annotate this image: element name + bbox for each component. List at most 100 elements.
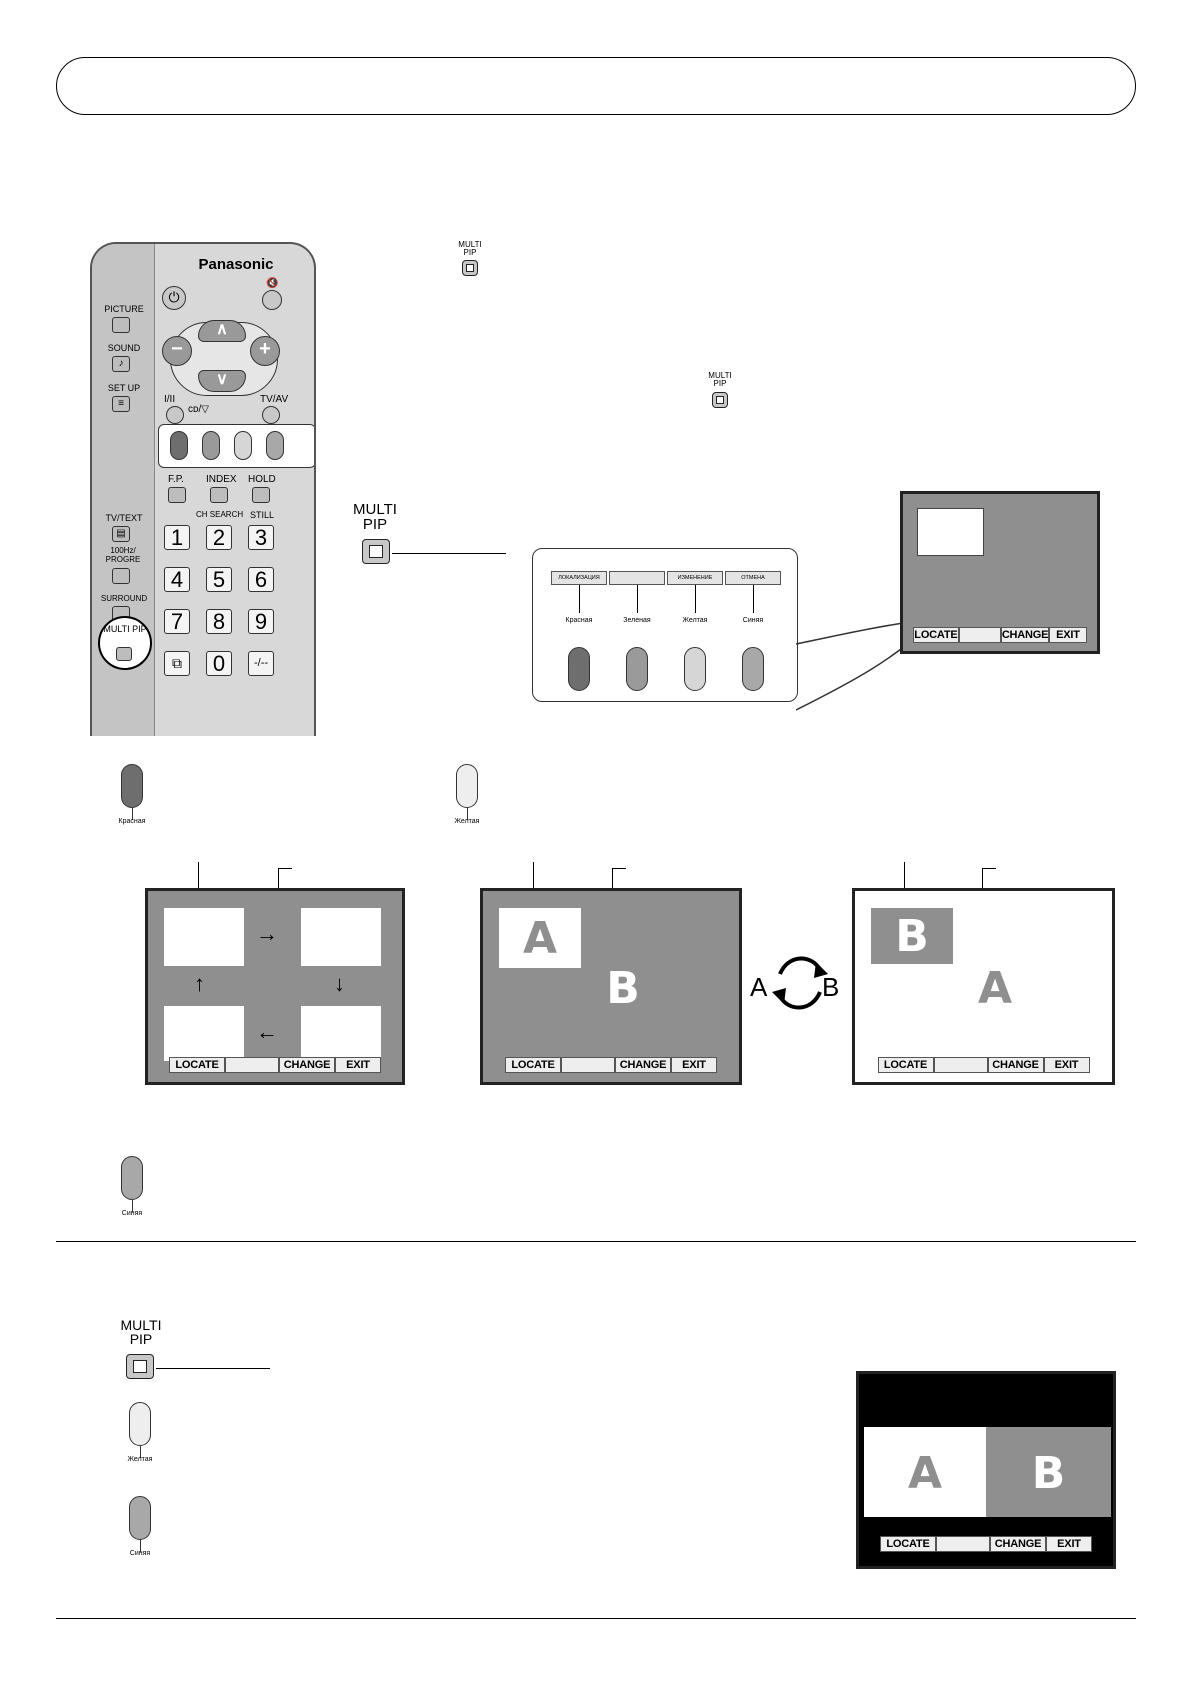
index-button[interactable] (210, 487, 228, 503)
mute-button[interactable] (262, 290, 282, 310)
key-9[interactable]: 9 (248, 609, 274, 634)
arrow-down-icon: ↓ (334, 971, 345, 996)
sound-button[interactable]: ♪ (112, 356, 130, 372)
callout-blue-label: Синяя (742, 617, 764, 624)
multipip-highlight (98, 616, 152, 670)
split-letter-a: A (907, 1448, 943, 1499)
swap-label-a: A (750, 972, 768, 1002)
brand-logo: Panasonic (198, 256, 274, 273)
tv-screen-ba: B A LOCATE CHANGE EXIT (852, 888, 1115, 1085)
key-4[interactable]: 4 (164, 567, 190, 592)
multipip-remote-button[interactable] (116, 647, 132, 661)
picture-label: PICTURE (104, 304, 144, 314)
tvav-button[interactable] (262, 406, 280, 424)
red-key[interactable] (170, 431, 188, 460)
key-7[interactable]: 7 (164, 609, 190, 634)
key-dash[interactable]: -/-- (248, 651, 274, 676)
pip-window (917, 508, 984, 556)
arrow-right-icon: → (256, 921, 278, 946)
key-6[interactable]: 6 (248, 567, 274, 592)
power-button[interactable]: ⏻ (162, 286, 186, 310)
blue-key-icon (121, 1156, 143, 1200)
section-divider (56, 1241, 1136, 1242)
i-ii-label: I/II (164, 394, 176, 405)
down-button[interactable]: ∨ (198, 370, 246, 392)
footer-divider (56, 1618, 1136, 1619)
yellow-key-label: Желтая (454, 818, 480, 825)
key-1[interactable]: 1 (164, 525, 190, 550)
index-label: INDEX (206, 474, 237, 485)
fp-button[interactable] (168, 487, 186, 503)
yellow-key[interactable] (234, 431, 252, 460)
yellow-key-label-2: Желтая (127, 1456, 153, 1463)
yellow-key-icon (456, 764, 478, 808)
hz-label: 100Hz/ PROGRE (105, 546, 141, 564)
arrow-up-icon: ↑ (194, 971, 205, 996)
i-ii-button[interactable] (166, 406, 184, 424)
multipip-button-large[interactable] (362, 539, 390, 564)
bar-blank (936, 1536, 990, 1552)
bar-blank (958, 627, 1001, 643)
picture-button[interactable] (112, 317, 130, 333)
bar-blank (225, 1057, 279, 1073)
callout-blue-key (742, 647, 764, 691)
pip-key[interactable]: ⧉ (164, 651, 190, 676)
key-5[interactable]: 5 (206, 567, 232, 592)
hold-button[interactable] (252, 487, 270, 503)
callout-btn-locate: ЛОКАЛИЗАЦИЯ (551, 571, 607, 585)
callout-btn-blank (609, 571, 665, 585)
sound-label: SOUND (107, 343, 141, 353)
up-button[interactable]: ∧ (198, 320, 246, 342)
bar-change: CHANGE (987, 1057, 1044, 1073)
bar-exit: EXIT (1046, 1536, 1092, 1552)
tvtext-button[interactable]: ▤ (112, 526, 130, 542)
tvtext-label: TV/TEXT (105, 513, 143, 523)
red-key-label: Красная (118, 818, 146, 825)
inline-multipip-icon-2 (712, 392, 728, 408)
bar-locate: LOCATE (169, 1057, 225, 1073)
main-letter-b: B (606, 963, 640, 1014)
key-3[interactable]: 3 (248, 525, 274, 550)
hz-button[interactable] (112, 568, 130, 584)
mute-icon: 🔇 (266, 278, 279, 289)
bar-change: CHANGE (615, 1057, 671, 1073)
multipip-remote-label: MULTI PIP (103, 624, 147, 634)
bar-locate: LOCATE (913, 627, 959, 643)
blue-key-icon-2 (129, 1496, 151, 1540)
multipip-button-section2[interactable] (126, 1354, 154, 1379)
bar-change: CHANGE (1000, 627, 1049, 643)
bar-locate: LOCATE (505, 1057, 561, 1073)
key-2[interactable]: 2 (206, 525, 232, 550)
blue-key-label: Синяя (121, 1210, 143, 1217)
tvav-label: TV/AV (260, 394, 289, 405)
section-title-frame (56, 57, 1136, 115)
swap-arrows-icon (772, 956, 828, 1010)
callout-green-label: Зеленая (623, 617, 651, 624)
minus-button[interactable]: − (162, 336, 192, 366)
blue-key[interactable] (266, 431, 284, 460)
bar-change: CHANGE (279, 1057, 335, 1073)
bar-locate: LOCATE (880, 1536, 936, 1552)
bar-exit: EXIT (335, 1057, 381, 1073)
leader-line (392, 553, 506, 554)
key-8[interactable]: 8 (206, 609, 232, 634)
callout-btn-change: ИЗМЕНЕНИЕ (667, 571, 723, 585)
setup-button[interactable]: ≡ (112, 396, 130, 412)
blue-key-label-2: Синяя (129, 1550, 151, 1557)
inline-multipip-icon-1 (462, 260, 478, 276)
green-key[interactable] (202, 431, 220, 460)
pip-letter-b: B (895, 911, 929, 962)
plus-button[interactable]: + (250, 336, 280, 366)
hold-label: HOLD (248, 474, 276, 485)
arrow-left-icon: ← (256, 1019, 278, 1044)
bar-blank (561, 1057, 615, 1073)
key-0[interactable]: 0 (206, 651, 232, 676)
setup-label: SET UP (107, 383, 141, 393)
callout-yellow-label: Желтая (682, 617, 708, 624)
bar-exit: EXIT (671, 1057, 717, 1073)
yellow-key-icon-2 (129, 1402, 151, 1446)
